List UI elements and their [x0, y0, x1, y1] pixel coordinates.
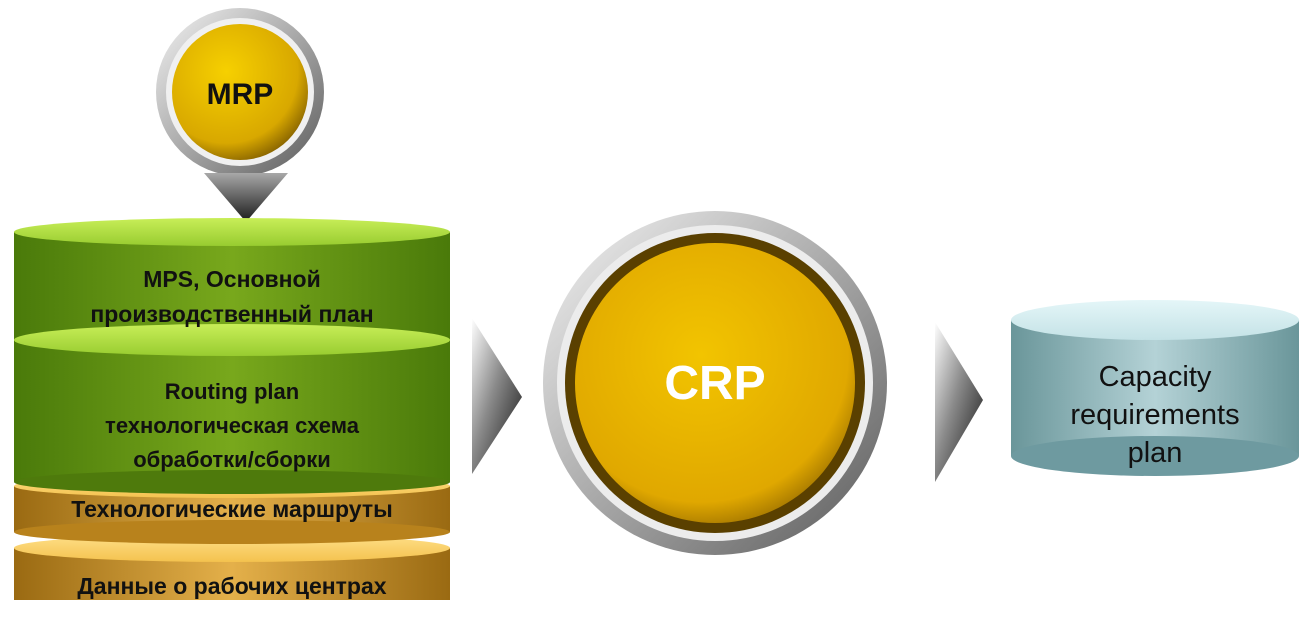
mrp-node — [156, 8, 324, 176]
output-text: Capacity requirements plan — [1011, 358, 1299, 472]
output-cylinder-body — [1011, 320, 1299, 456]
mrp-label: MRP — [206, 78, 274, 111]
stack-layer-3-text: Технологические маршруты — [71, 496, 393, 522]
stack-layer-first-top — [14, 218, 450, 246]
output-line-3: plan — [1127, 437, 1183, 469]
output-cylinder — [1011, 300, 1299, 476]
crp-label: CRP — [664, 357, 766, 410]
stack-layer-third-bottom — [14, 520, 450, 544]
output-line-2: requirements — [1070, 399, 1240, 431]
crp-node — [543, 211, 887, 555]
arrow-to-crp-icon — [472, 318, 522, 474]
stack-layer-2-line-1: Routing plan — [164, 379, 300, 404]
down-arrow-icon — [204, 173, 288, 222]
stack-layer-1-line-1: MPS, Основной — [143, 266, 321, 292]
output-cylinder-bottom — [1011, 436, 1299, 476]
stack-layer-4-text: Данные о рабочих центрах — [77, 573, 387, 599]
crp-coin — [575, 243, 855, 523]
arrow-to-output-icon — [935, 322, 983, 482]
stack-layer-1-line-2: производственный план — [90, 301, 374, 327]
mrp-coin — [172, 24, 308, 160]
stack-layer-second-top — [14, 324, 450, 356]
stack-layer-2-text: Routing plan технологическая схема обраб… — [20, 375, 444, 477]
output-line-1: Capacity — [1098, 361, 1212, 393]
input-stack — [14, 218, 450, 600]
stack-layer-2-line-3: обработки/сборки — [133, 447, 331, 472]
stack-layer-second — [14, 340, 450, 482]
stack-layer-2-line-2: технологическая схема — [105, 413, 359, 438]
stack-layer-second-bottom — [14, 470, 450, 494]
output-cylinder-top — [1011, 300, 1299, 340]
stack-layer-first — [14, 232, 450, 340]
stack-layer-1-text: MPS, Основной производственный план — [20, 262, 444, 332]
